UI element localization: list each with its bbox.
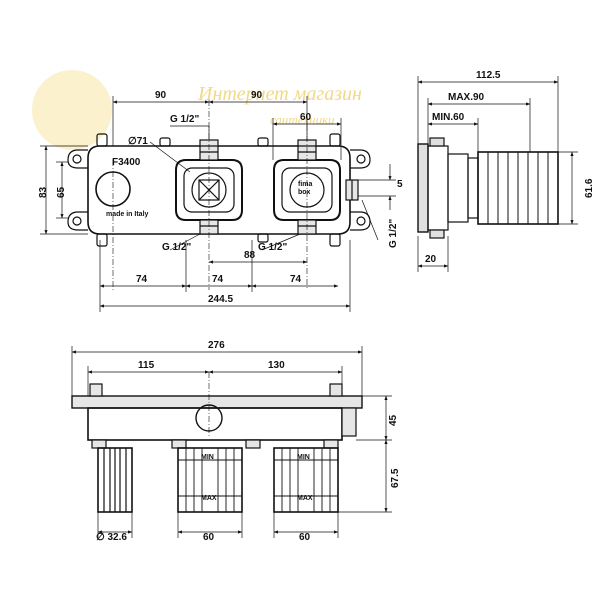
dim-61-6: 61.6	[584, 178, 595, 198]
left-valve-body	[175, 139, 243, 235]
origin-label: made in Italy	[106, 211, 149, 218]
dim-g-half-bottom-left: G 1/2"	[162, 242, 191, 253]
dim-74-b: 74	[212, 274, 224, 285]
dim-g-half-side: G 1/2"	[388, 219, 399, 248]
top-view	[67, 100, 371, 290]
dim-74-a: 74	[136, 274, 148, 285]
dim-67-5: 67.5	[390, 468, 401, 488]
dim-20: 20	[425, 254, 437, 265]
dim-dia-32-6: ∅ 32.6	[96, 532, 127, 543]
mounting-lugs	[67, 133, 371, 247]
dim-45: 45	[388, 414, 399, 426]
dim-g-half-bottom-right: G 1/2"	[258, 242, 287, 253]
dim-60-right: 60	[299, 532, 311, 543]
watermark: Интернет магазин сантехники	[32, 70, 362, 150]
dim-244-5: 244.5	[208, 294, 233, 305]
brand-line2: box	[298, 189, 311, 196]
side-view	[417, 137, 559, 239]
side-view-dim-texts: 112.5 MAX.90 MIN.60 61.6 20	[425, 70, 595, 265]
front-view	[71, 372, 363, 513]
dim-74-c: 74	[290, 274, 302, 285]
brand-line1: fima	[298, 181, 313, 188]
top-view-labels: F3400 made in Italy fima box	[106, 157, 313, 218]
side-view-dimensions	[417, 76, 578, 272]
dim-90-left: 90	[155, 90, 167, 101]
dim-115: 115	[138, 360, 155, 371]
max-label-left: MAX	[201, 495, 217, 502]
dim-dia-71: ∅71	[128, 136, 148, 147]
dim-88: 88	[244, 250, 256, 261]
model-label: F3400	[112, 157, 141, 168]
front-view-dimensions	[71, 346, 392, 538]
dim-90-right: 90	[251, 90, 263, 101]
dim-65: 65	[56, 186, 67, 198]
top-view-dimensions	[40, 96, 396, 312]
watermark-line1: Интернет магазин	[197, 83, 362, 105]
dim-5: 5	[397, 179, 403, 190]
dim-83: 83	[38, 186, 49, 198]
dim-60-left: 60	[203, 532, 215, 543]
dim-276: 276	[208, 340, 225, 351]
dim-max-90: MAX.90	[448, 92, 485, 103]
min-label-right: MIN	[297, 454, 310, 461]
dim-60-top: 60	[300, 112, 312, 123]
front-view-labels: MIN MAX MIN MAX	[201, 454, 313, 502]
dim-112-5: 112.5	[476, 70, 501, 81]
min-label-left: MIN	[201, 454, 214, 461]
outlet-hole	[95, 171, 131, 207]
front-view-dim-texts: 276 115 130 45 67.5 ∅ 32.6 60 60	[96, 340, 401, 543]
dim-130: 130	[268, 360, 285, 371]
dim-min-60: MIN.60	[432, 112, 465, 123]
right-valve-body	[273, 139, 359, 235]
dim-g-half-top: G 1/2"	[170, 114, 199, 125]
sun-logo-icon	[32, 70, 112, 150]
max-label-right: MAX	[297, 495, 313, 502]
top-view-dim-texts: 90 90 60 G 1/2" ∅71 83 65 G 1/2" G 1/2" …	[38, 90, 403, 305]
